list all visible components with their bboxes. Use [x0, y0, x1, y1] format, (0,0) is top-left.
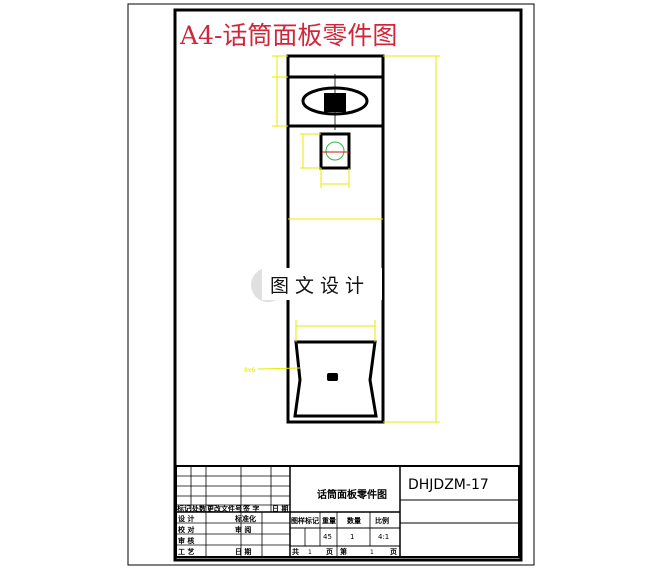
rev-header: 标记	[176, 504, 191, 513]
row-label: 审 阅	[235, 525, 251, 534]
sheet-number: 1	[370, 549, 374, 556]
sheets-total-label: 共	[292, 547, 299, 556]
rev-header: 签 字	[242, 504, 259, 513]
material-value: 45	[323, 533, 332, 541]
sheets-total: 1	[308, 549, 312, 556]
inner-frame	[173, 8, 523, 562]
sheet-title: A4-话筒面板零件图	[179, 21, 397, 50]
outer-frame	[127, 3, 535, 566]
row-label: 校 对	[178, 525, 194, 534]
title-block-text: 话筒面板零件图 DHJDZM-17 标记 处数 更改文件号 签 字 日 期 设 …	[176, 477, 489, 556]
leader-label: 8x6	[244, 367, 255, 374]
watermark: 图文设计	[251, 268, 382, 302]
scale-value: 4:1	[378, 533, 389, 541]
dimension-lines	[257, 55, 440, 423]
button-hole	[319, 132, 351, 170]
row-label: 设 计	[178, 514, 194, 523]
row-label: 标准化	[234, 514, 256, 523]
rev-header: 处数	[191, 504, 207, 513]
header-cell: 比例	[375, 516, 389, 525]
header-cell: 重量	[322, 516, 336, 525]
header-cell: 图样标记	[291, 516, 319, 525]
row-label: 日 期	[235, 547, 251, 556]
row-label: 审 核	[178, 536, 194, 545]
quantity-value: 1	[350, 533, 354, 541]
page-unit: 页	[390, 548, 397, 556]
screw-block	[327, 373, 338, 381]
grille-block	[324, 93, 346, 112]
page-unit: 页	[326, 548, 333, 556]
sheet-label: 第	[340, 547, 347, 556]
header-cell: 数量	[347, 516, 361, 525]
watermark-text: 图文设计	[270, 275, 370, 297]
row-label: 工 艺	[178, 547, 194, 556]
title-block	[175, 465, 520, 558]
rev-header: 日 期	[272, 504, 288, 513]
drawing-number: DHJDZM-17	[408, 477, 489, 493]
center-circle	[325, 141, 345, 161]
drawing-name: 话筒面板零件图	[317, 488, 387, 501]
rev-header: 更改文件号	[207, 504, 242, 513]
